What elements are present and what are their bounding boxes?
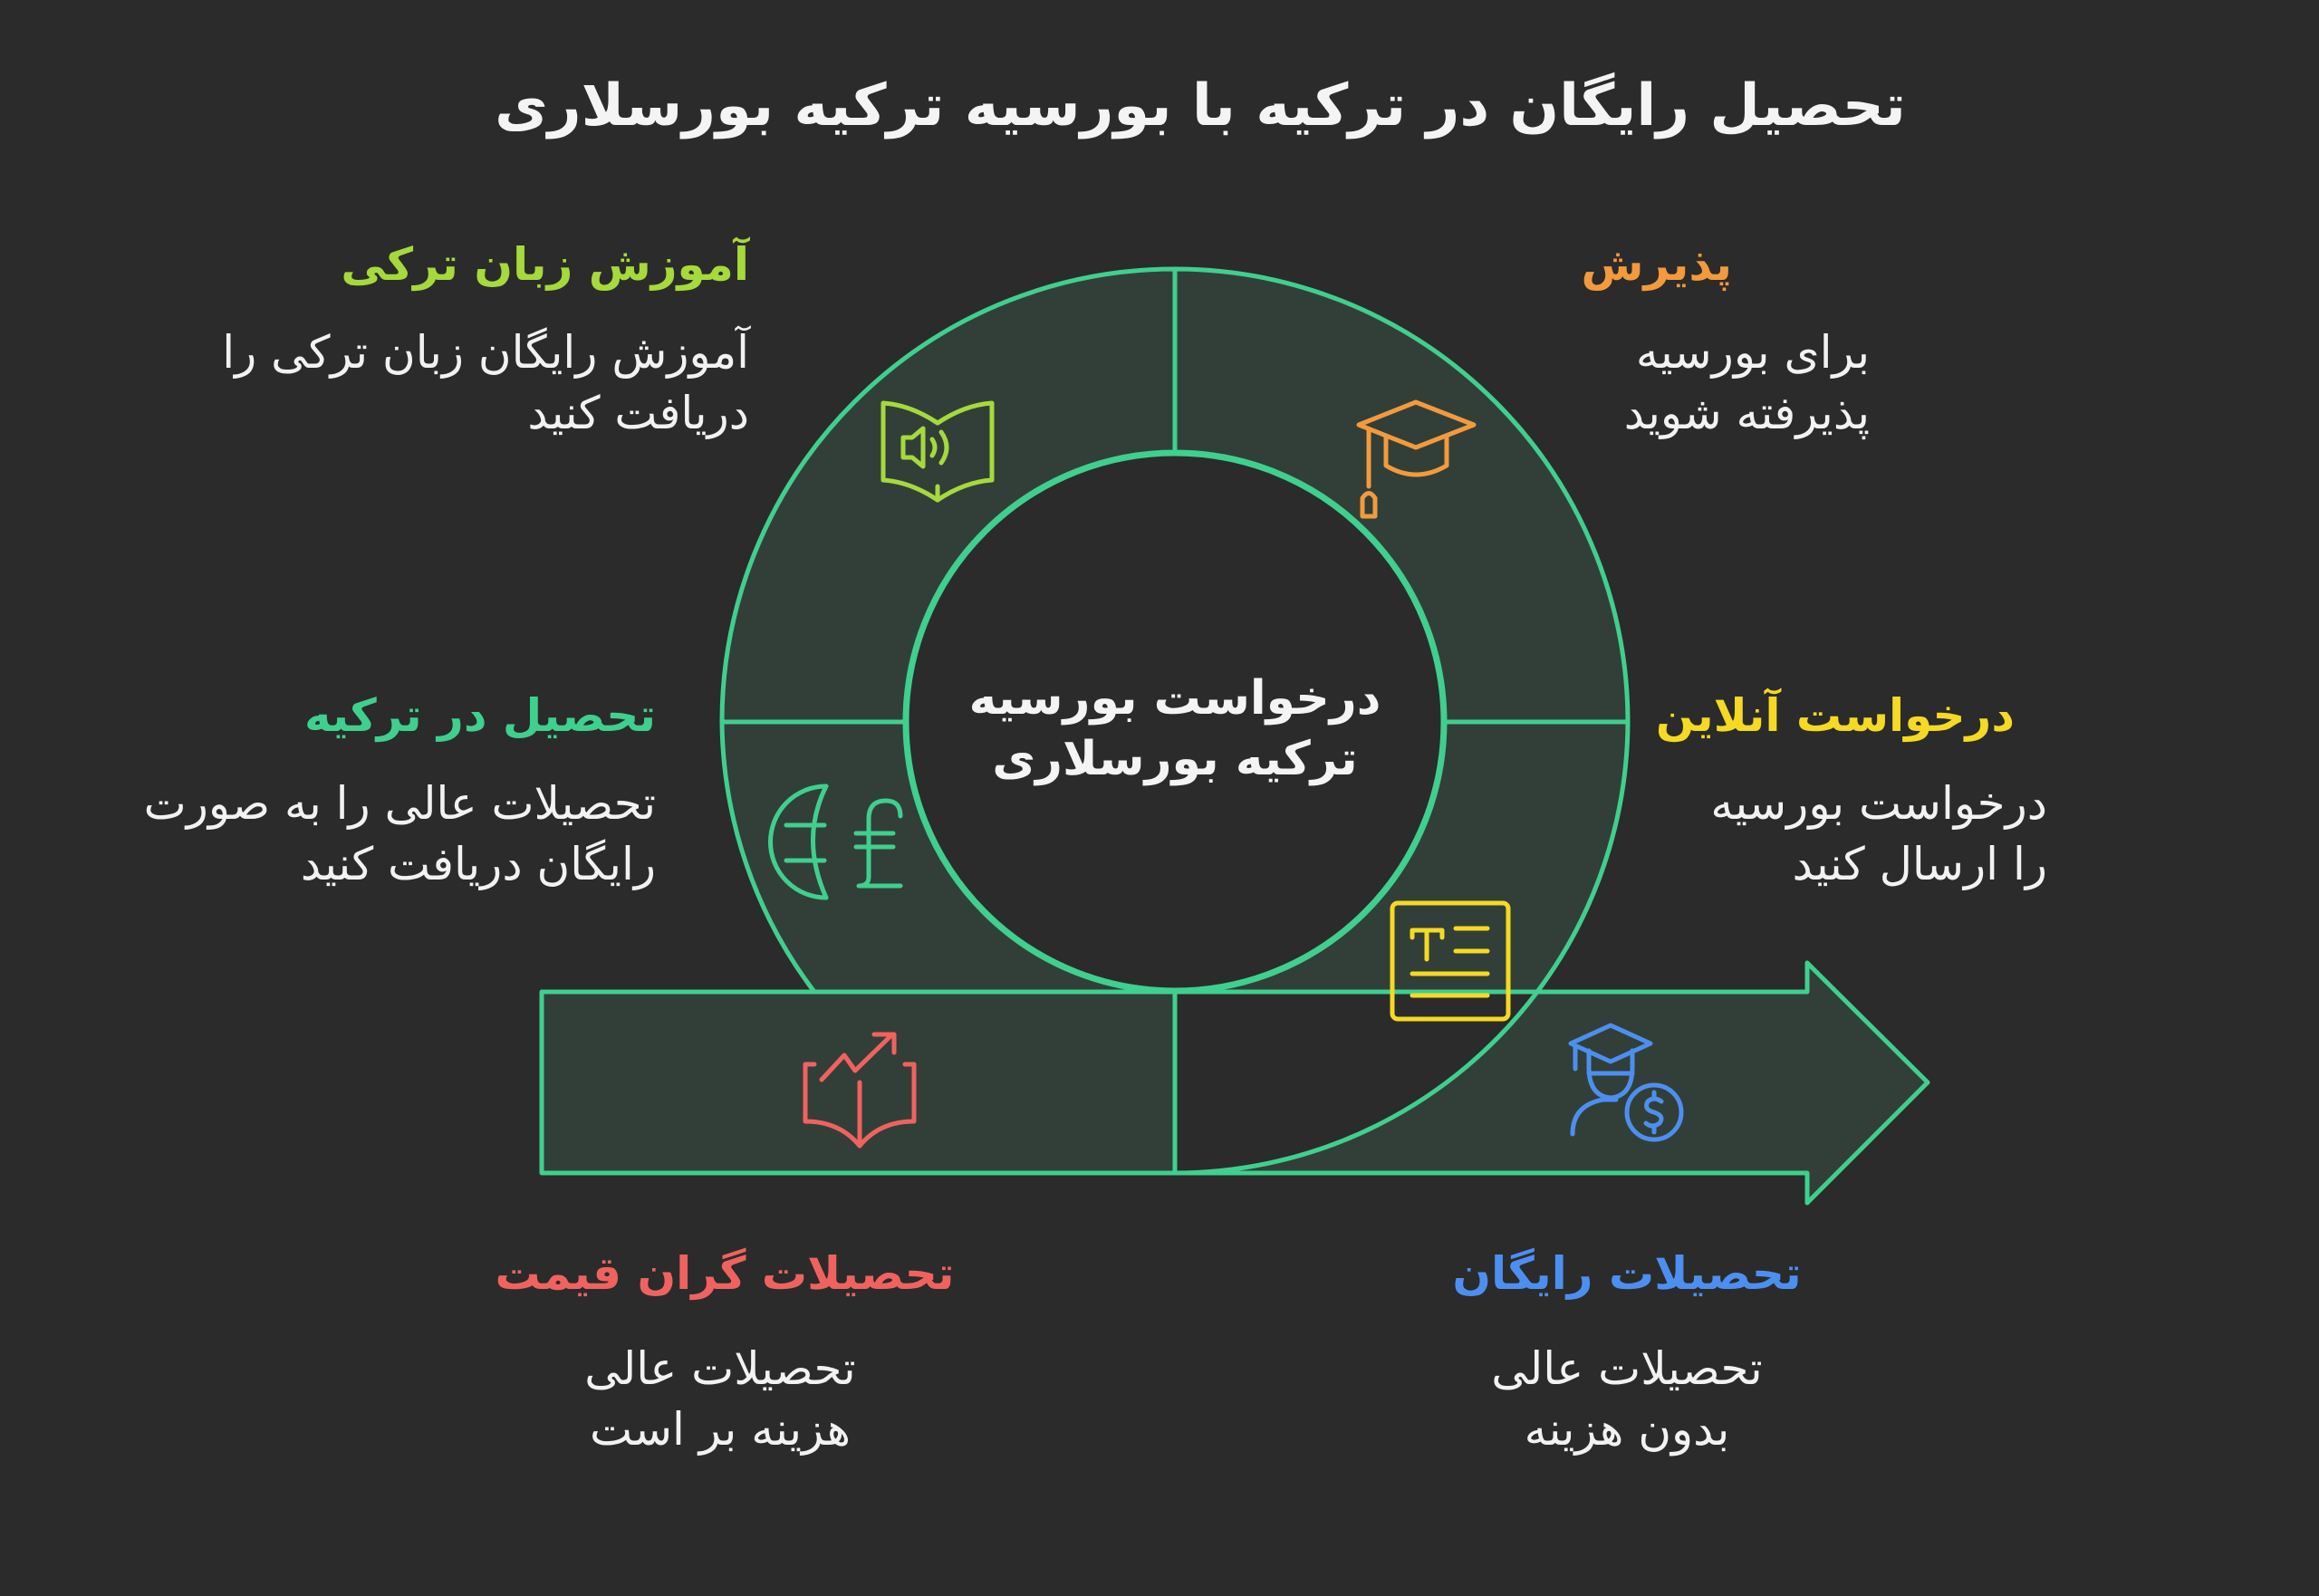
graduation-cap-icon xyxy=(1356,399,1477,519)
step-description: تحصیلات عالی بدون هزینه xyxy=(1491,1342,1763,1456)
step-description: درخواست بورسیه را ارسال کنید xyxy=(1710,777,2047,890)
graduate-dollar-icon xyxy=(1568,1023,1684,1142)
step-heading: پذیرش xyxy=(1581,238,1732,291)
step-heading: درخواست آنلاین xyxy=(1655,689,2015,742)
step-description: برای بورسیه پذیرفته شوید xyxy=(1623,326,1870,439)
step-heading: تحصیل در ترکیه xyxy=(303,689,656,742)
step-free-education: تحصیلات رایگان تحصیلات عالی بدون هزینه xyxy=(1355,1246,1899,1460)
step-study-in-turkey: تحصیل در ترکیه تحصیلات عالی را به صورت ر… xyxy=(22,688,656,895)
step-turkish-language: آموزش زبان ترکی آموزش رایگان زبان ترکی ر… xyxy=(115,237,749,444)
step-heading: تحصیلات گران قیمت xyxy=(495,1247,955,1300)
step-expensive-education: تحصیلات گران قیمت تحصیلات عالی هزینه بر … xyxy=(453,1246,996,1460)
step-description: آموزش رایگان زبان ترکی را دریافت کنید xyxy=(222,326,749,439)
step-description: تحصیلات عالی را به صورت رایگان دریافت کن… xyxy=(143,777,656,890)
arrow-band-right xyxy=(1172,960,1930,1206)
step-admission: پذیرش برای بورسیه پذیرفته شوید xyxy=(1562,237,1870,444)
center-circle xyxy=(904,451,1446,993)
step-online-application: درخواست آنلاین درخواست بورسیه را ارسال ک… xyxy=(1649,688,2047,895)
book-growth-icon xyxy=(803,1032,917,1149)
page-title: تحصیل رایگان در ترکیه با بورسیه ترکیه بو… xyxy=(495,72,1906,139)
globe-pound-icon xyxy=(768,784,903,900)
step-heading: تحصیلات رایگان xyxy=(1452,1247,1802,1300)
center-label: درخواست بورسیه ترکیه بورسلاری xyxy=(968,671,1381,786)
document-text-icon xyxy=(1390,900,1511,1022)
step-description: تحصیلات عالی هزینه بر است xyxy=(584,1342,856,1456)
book-audio-icon xyxy=(880,400,995,503)
step-heading: آموزش زبان ترکی xyxy=(341,238,749,291)
